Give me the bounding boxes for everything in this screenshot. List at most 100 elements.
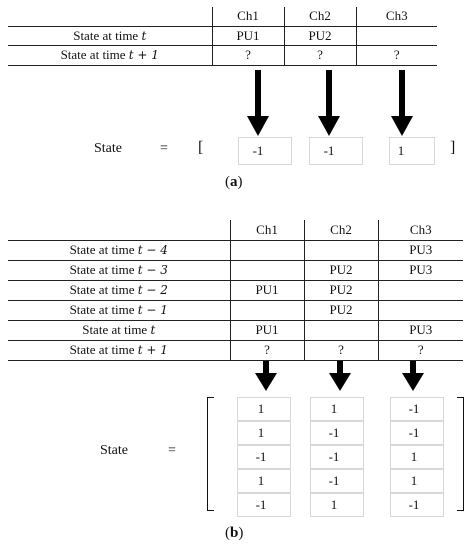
- state-value: 1: [397, 143, 405, 158]
- table-row: State at time t + 1 ? ? ?: [8, 44, 437, 66]
- row-label-text: State at time: [73, 27, 142, 43]
- table-cell: PU1: [229, 319, 305, 341]
- caption-a: (a): [225, 174, 243, 191]
- matrix-cell-box: [237, 397, 291, 421]
- table-cell: [229, 299, 305, 321]
- table-cell: [303, 239, 379, 261]
- state-value: -1: [252, 143, 264, 158]
- matrix-cell-value: -1: [328, 425, 340, 440]
- down-arrow-icon: [391, 70, 413, 136]
- down-arrow-icon: [247, 70, 269, 136]
- table-cell: PU3: [377, 239, 463, 261]
- header-cell: [8, 220, 231, 241]
- table-cell: PU2: [303, 299, 379, 321]
- state-value-box: [238, 137, 292, 165]
- matrix-right-bracket: [457, 397, 464, 511]
- row-label: State at time t: [8, 319, 231, 341]
- row-label: State at time t + 1: [8, 339, 231, 361]
- row-label-var: t − 1: [137, 303, 168, 317]
- row-label-var: t − 2: [137, 283, 168, 297]
- state-label: State: [94, 141, 122, 156]
- row-label-var: t + 1: [128, 48, 159, 62]
- matrix-cell-value: -1: [255, 449, 267, 464]
- table-cell: PU3: [377, 319, 463, 341]
- matrix-cell-value: -1: [408, 425, 420, 440]
- matrix-cell-value: 1: [410, 473, 418, 488]
- table-cell: PU3: [377, 259, 463, 281]
- row-label: State at time t − 4: [8, 239, 231, 261]
- matrix-cell-box: [310, 421, 364, 445]
- row-label: State at time t − 1: [8, 299, 231, 321]
- table-cell: PU2: [283, 25, 357, 46]
- header-cell-ch1: Ch1: [229, 220, 305, 241]
- row-label-var: t: [150, 323, 156, 337]
- row-label-var: t + 1: [137, 343, 168, 357]
- panel-b-table: Ch1 Ch2 Ch3 State at time t − 4 PU3 Stat…: [8, 220, 463, 361]
- table-cell: [229, 259, 305, 281]
- table-cell: [355, 25, 437, 46]
- table-cell: [377, 299, 463, 321]
- matrix-cell-box: [390, 493, 444, 517]
- caption-b: (b): [225, 525, 243, 542]
- matrix-cell-value: 1: [257, 473, 265, 488]
- state-label: State: [100, 443, 128, 458]
- matrix-cell-box: [390, 421, 444, 445]
- table-cell: ?: [283, 44, 357, 66]
- caption-letter: a: [230, 174, 238, 190]
- row-label-text: State at time: [69, 282, 138, 297]
- down-arrow-icon: [318, 70, 340, 136]
- table-cell: ?: [229, 339, 305, 361]
- panel-a-table: Ch1 Ch2 Ch3 State at time t PU1 PU2 Stat…: [8, 7, 437, 66]
- matrix-cell-box: [310, 445, 364, 469]
- matrix-cell-value: -1: [328, 473, 340, 488]
- row-label-text: State at time: [69, 302, 138, 317]
- row-label-text: State at time: [69, 242, 138, 257]
- row-label-text: State at time: [82, 322, 151, 337]
- matrix-cell-box: [237, 493, 291, 517]
- row-label-text: State at time: [60, 47, 129, 62]
- table-cell: [229, 239, 305, 261]
- matrix-cell-value: 1: [410, 449, 418, 464]
- matrix-cell-value: 1: [257, 425, 265, 440]
- equals-sign: =: [160, 141, 168, 156]
- matrix-cell-value: -1: [328, 449, 340, 464]
- table-cell: PU1: [229, 279, 305, 301]
- down-arrow-icon: [255, 361, 277, 391]
- state-value-box: [389, 137, 435, 165]
- table-cell: ?: [303, 339, 379, 361]
- panel-a-header-row: Ch1 Ch2 Ch3: [8, 7, 437, 27]
- matrix-cell-box: [310, 469, 364, 493]
- row-label-var: t − 4: [137, 243, 168, 257]
- header-cell-ch1: Ch1: [211, 7, 285, 27]
- table-row: State at time t − 2 PU1 PU2: [8, 279, 463, 301]
- down-arrow-icon: [402, 361, 424, 391]
- caption-paren: (: [225, 174, 230, 190]
- caption-paren: (: [225, 525, 230, 541]
- matrix-cell-value: -1: [408, 497, 420, 512]
- matrix-cell-box: [237, 469, 291, 493]
- matrix-cell-box: [310, 493, 364, 517]
- table-row: State at time t − 3 PU2 PU3: [8, 259, 463, 281]
- table-row: State at time t PU1 PU2: [8, 25, 437, 46]
- table-row: State at time t − 1 PU2: [8, 299, 463, 321]
- matrix-cell-value: 1: [257, 401, 265, 416]
- table-cell: [303, 319, 379, 341]
- table-cell: PU1: [211, 25, 285, 46]
- matrix-cell-box: [310, 397, 364, 421]
- row-label: State at time t: [8, 25, 213, 46]
- state-value-box: [309, 137, 363, 165]
- row-label: State at time t − 2: [8, 279, 231, 301]
- row-label-var: t: [141, 28, 147, 43]
- header-cell-ch2: Ch2: [283, 7, 357, 27]
- matrix-cell-box: [237, 421, 291, 445]
- caption-paren: ): [238, 525, 244, 541]
- matrix-cell-box: [237, 445, 291, 469]
- state-value: -1: [323, 143, 335, 158]
- table-row: State at time t PU1 PU3: [8, 319, 463, 341]
- matrix-cell-value: -1: [255, 497, 267, 512]
- matrix-cell-value: 1: [330, 401, 338, 416]
- equals-sign: =: [168, 443, 176, 458]
- header-cell: [8, 7, 213, 27]
- row-label-text: State at time: [69, 342, 138, 357]
- header-cell-ch3: Ch3: [355, 7, 437, 27]
